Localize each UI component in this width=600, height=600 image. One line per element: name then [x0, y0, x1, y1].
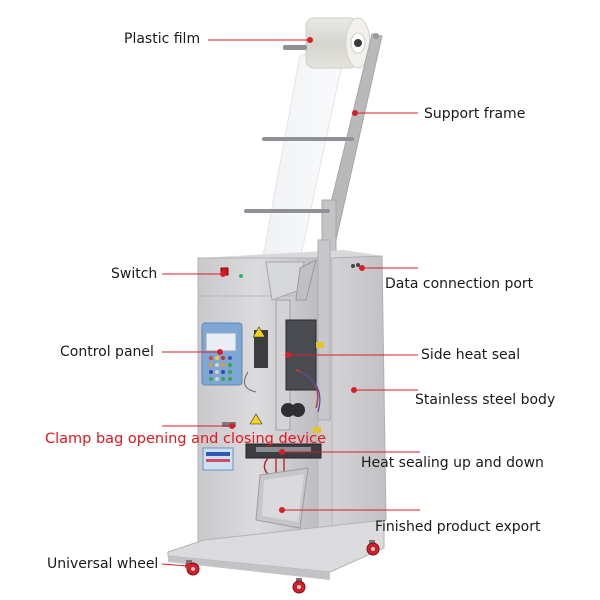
label-switch: Switch [111, 266, 158, 282]
label-clamp-bag-device: Clamp bag opening and closing device [45, 431, 327, 447]
label-data-connection-port: Data connection port [385, 276, 534, 292]
label-support-frame: Support frame [424, 106, 526, 122]
label-heat-sealing-up-down: Heat sealing up and down [361, 455, 544, 471]
label-control-panel: Control panel [60, 344, 154, 360]
film-roll [283, 17, 371, 69]
label-universal-wheel: Universal wheel [47, 556, 159, 572]
label-finished-product-export: Finished product export [375, 519, 541, 535]
label-plastic-film: Plastic film [124, 31, 201, 47]
label-stainless-steel-body: Stainless steel body [415, 392, 556, 408]
label-side-heat-seal: Side heat seal [421, 347, 521, 363]
